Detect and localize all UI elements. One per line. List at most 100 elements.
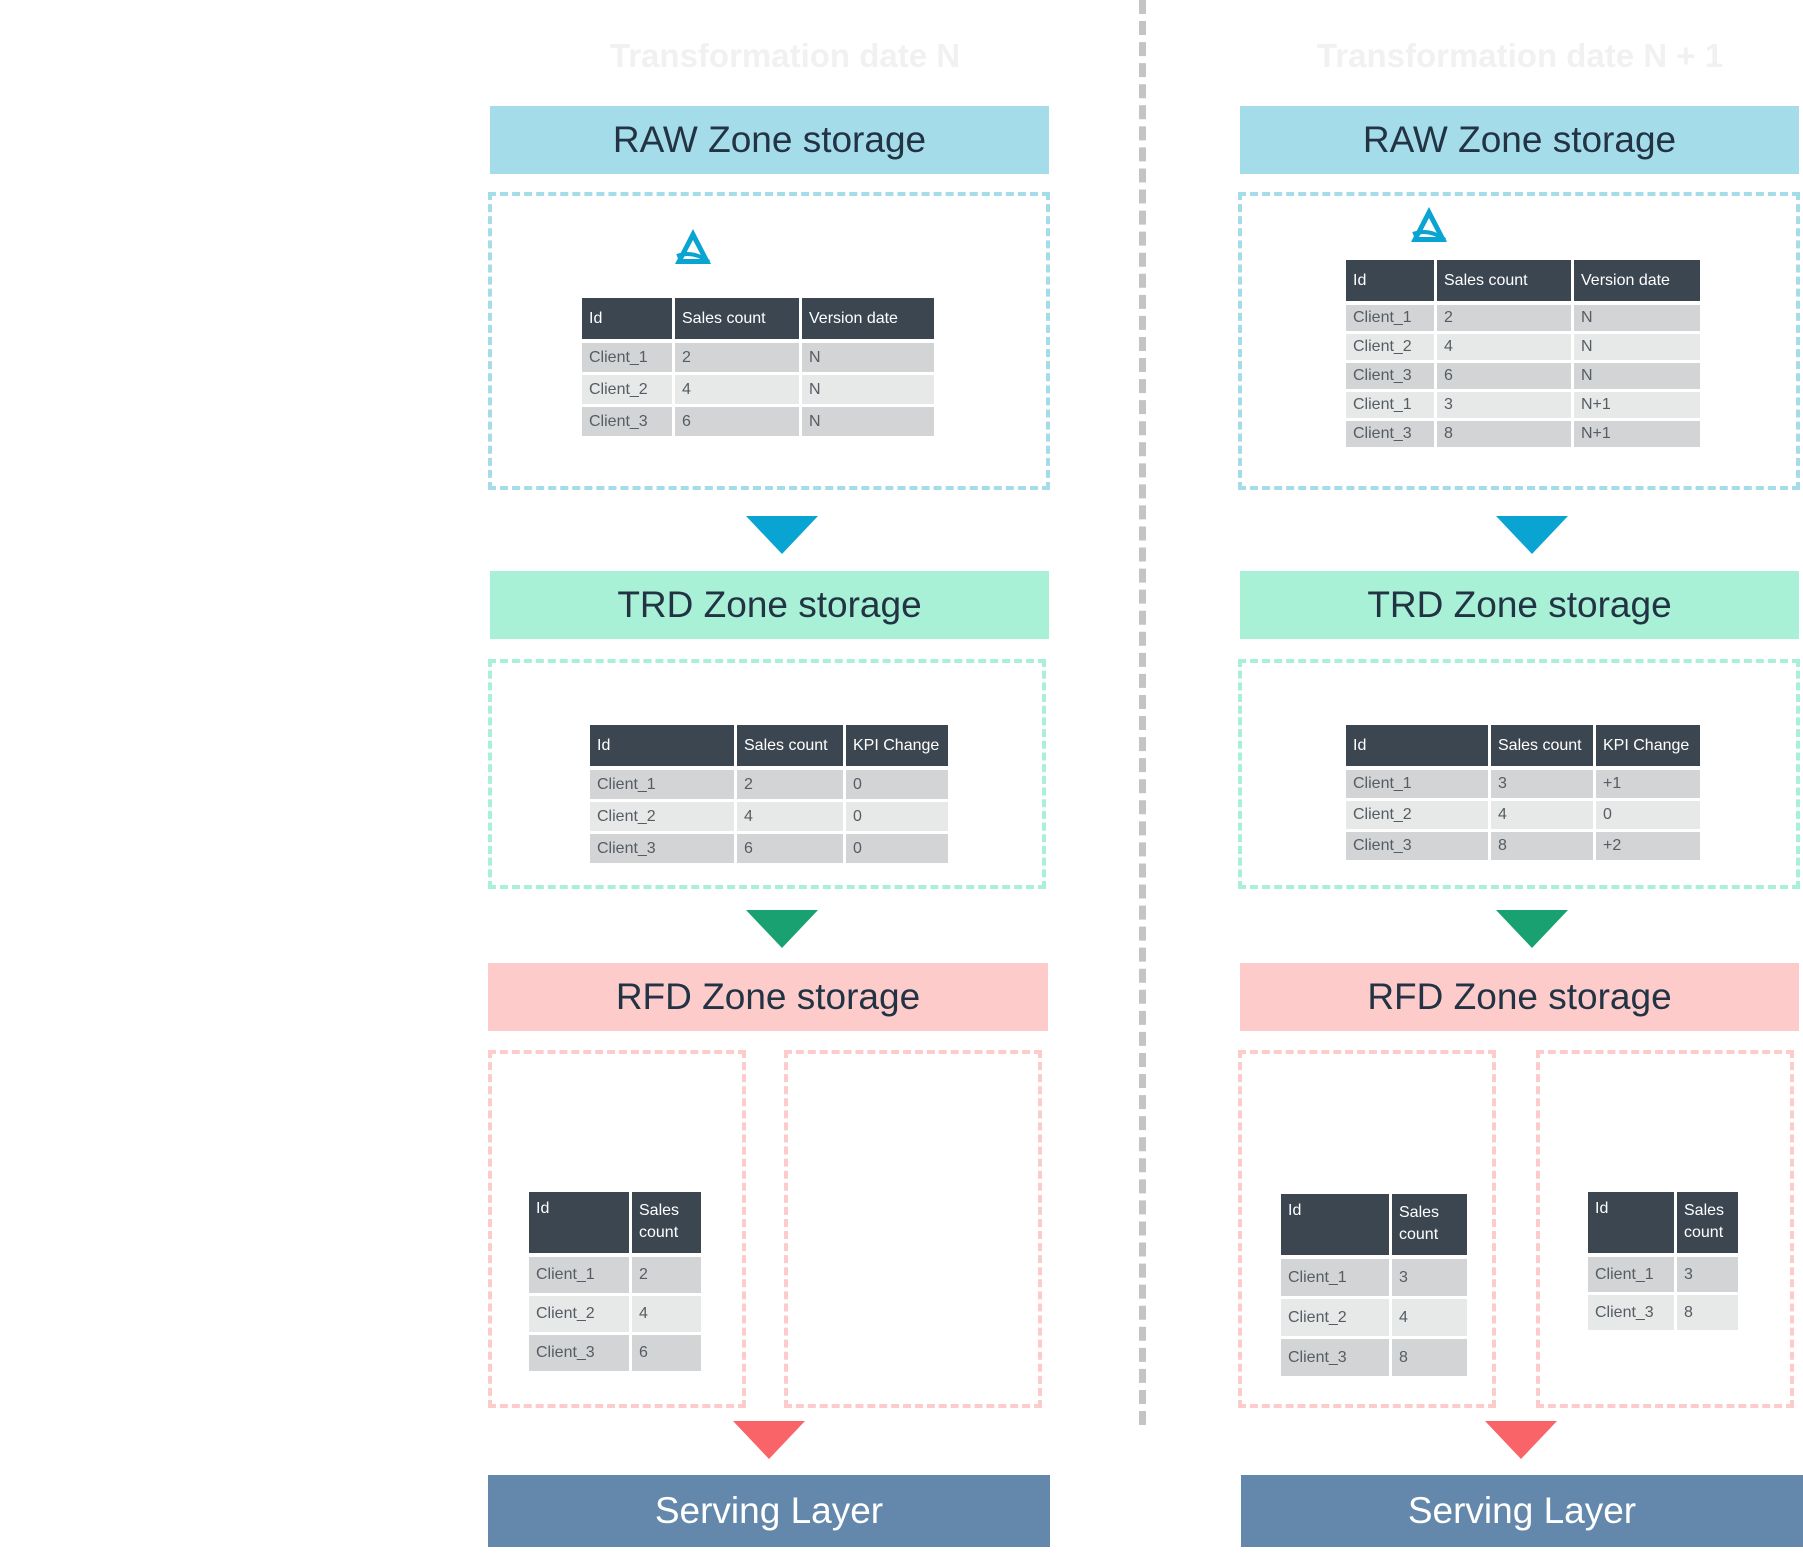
trd-table: Id Sales count KPI Change Client_1 3 +1 … [1346, 725, 1700, 860]
arrow-trd-to-rfd [1496, 910, 1568, 948]
cell-sales: 2 [737, 767, 846, 799]
table-row: Client_1 2 [529, 1254, 701, 1293]
rfd-table-header-id: Id [529, 1192, 632, 1254]
cell-id: Client_3 [1281, 1336, 1392, 1376]
cell-id: Client_1 [1588, 1254, 1677, 1292]
raw-zone-header: RAW Zone storage [1240, 106, 1799, 174]
rfd-zone-title: RFD Zone storage [615, 976, 921, 1017]
cell-id: Client_3 [1346, 829, 1491, 860]
rfd-table-header-sales: Sales count [632, 1192, 701, 1254]
arrow-raw-to-trd [746, 516, 818, 554]
raw-table-header-sales: Sales count [675, 298, 802, 340]
cell-id: Client_2 [590, 799, 737, 831]
cell-kpi: +1 [1596, 767, 1700, 798]
raw-zone-header: RAW Zone storage [490, 106, 1049, 174]
cell-sales: 2 [1437, 302, 1574, 331]
arrow-raw-to-trd [1496, 516, 1568, 554]
raw-zone-title: RAW Zone storage [1362, 119, 1677, 160]
cell-version: N [802, 340, 934, 372]
table-row: Client_2 4 0 [1346, 798, 1700, 829]
column-divider [1139, 0, 1146, 1425]
trd-table-header-sales: Sales count [1491, 725, 1596, 767]
cell-id: Client_3 [582, 404, 675, 436]
table-row: Client_3 8 +2 [1346, 829, 1700, 860]
cell-sales: 4 [737, 799, 846, 831]
rfd-table-2-header-id: Id [1588, 1192, 1677, 1254]
table-row: Client_3 6 [529, 1332, 701, 1371]
cell-id: Client_2 [1346, 331, 1437, 360]
cell-version: N [802, 404, 934, 436]
delta-lake-icon [675, 229, 711, 264]
table-row: Client_3 6 0 [590, 831, 948, 863]
trd-table-header-id: Id [1346, 725, 1491, 767]
trd-table-header-id: Id [590, 725, 737, 767]
serving-layer-header: Serving Layer [1241, 1475, 1803, 1547]
cell-id: Client_3 [1346, 418, 1437, 447]
cell-id: Client_1 [529, 1254, 632, 1293]
column-title-n: Transformation date N [609, 37, 961, 74]
rfd-zone-container-2 [784, 1050, 1042, 1408]
cell-kpi: +2 [1596, 829, 1700, 860]
cell-sales: 3 [1437, 389, 1574, 418]
cell-version: N [1574, 331, 1700, 360]
cell-id: Client_1 [1346, 302, 1437, 331]
table-row: Client_1 2 N [582, 340, 934, 372]
cell-sales: 6 [737, 831, 846, 863]
trd-table-header-kpi: KPI Change [846, 725, 948, 767]
trd-zone-container [1238, 659, 1800, 889]
rfd-zone-title: RFD Zone storage [1367, 976, 1672, 1017]
arrow-rfd-to-serving [1485, 1421, 1557, 1459]
serving-layer-title: Serving Layer [1407, 1490, 1637, 1531]
table-row: Client_3 8 N+1 [1346, 418, 1700, 447]
cell-sales: 8 [1437, 418, 1574, 447]
serving-layer-header: Serving Layer [488, 1475, 1050, 1547]
table-row: Client_2 4 [529, 1293, 701, 1332]
cell-id: Client_1 [590, 767, 737, 799]
rfd-zone-container-2 [1536, 1050, 1794, 1408]
table-row: Client_1 3 [1588, 1254, 1738, 1292]
cell-id: Client_2 [529, 1293, 632, 1332]
table-row: Client_1 3 +1 [1346, 767, 1700, 798]
cell-sales: 4 [675, 372, 802, 404]
raw-table: Id Sales count Version date Client_1 2 N… [582, 298, 934, 436]
rfd-zone-header: RFD Zone storage [488, 963, 1048, 1031]
table-row: Client_1 3 N+1 [1346, 389, 1700, 418]
cell-id: Client_2 [582, 372, 675, 404]
cell-id: Client_1 [1281, 1256, 1392, 1296]
cell-sales: 4 [1437, 331, 1574, 360]
cell-id: Client_3 [1346, 360, 1437, 389]
rfd-table-header-id: Id [1281, 1194, 1392, 1256]
serving-layer-title: Serving Layer [654, 1490, 884, 1531]
cell-version: N [802, 372, 934, 404]
rfd-table-2: Id Sales count Client_1 3 Client_3 8 [1588, 1192, 1738, 1330]
cell-sales: 3 [1491, 767, 1596, 798]
column-title-n-plus-1: Transformation date N + 1 [1316, 37, 1724, 74]
table-row: Client_2 4 [1281, 1296, 1467, 1336]
table-row: Client_1 2 N [1346, 302, 1700, 331]
cell-sales: 6 [1437, 360, 1574, 389]
raw-zone-title: RAW Zone storage [612, 119, 927, 160]
trd-zone-header: TRD Zone storage [490, 571, 1049, 639]
cell-sales: 4 [632, 1293, 701, 1332]
cell-version: N+1 [1574, 389, 1700, 418]
rfd-table-2-header-sales: Sales count [1677, 1192, 1738, 1254]
cell-id: Client_2 [1346, 798, 1491, 829]
raw-zone-container [1238, 192, 1800, 490]
trd-table: Id Sales count KPI Change Client_1 2 0 C… [590, 725, 948, 863]
cell-sales: 2 [675, 340, 802, 372]
table-row: Client_3 8 [1281, 1336, 1467, 1376]
cell-sales: 8 [1491, 829, 1596, 860]
table-row: Client_3 6 N [1346, 360, 1700, 389]
rfd-table: Id Sales count Client_1 3 Client_2 4 Cli… [1281, 1194, 1467, 1376]
cell-sales: 8 [1392, 1336, 1467, 1376]
cell-sales: 6 [675, 404, 802, 436]
raw-table: Id Sales count Version date Client_1 2 N… [1346, 260, 1700, 447]
table-row: Client_2 4 0 [590, 799, 948, 831]
cell-version: N+1 [1574, 418, 1700, 447]
cell-version: N [1574, 302, 1700, 331]
trd-table-header-kpi: KPI Change [1596, 725, 1700, 767]
raw-table-header-id: Id [582, 298, 675, 340]
cell-version: N [1574, 360, 1700, 389]
cell-sales: 3 [1677, 1254, 1738, 1292]
cell-sales: 4 [1392, 1296, 1467, 1336]
